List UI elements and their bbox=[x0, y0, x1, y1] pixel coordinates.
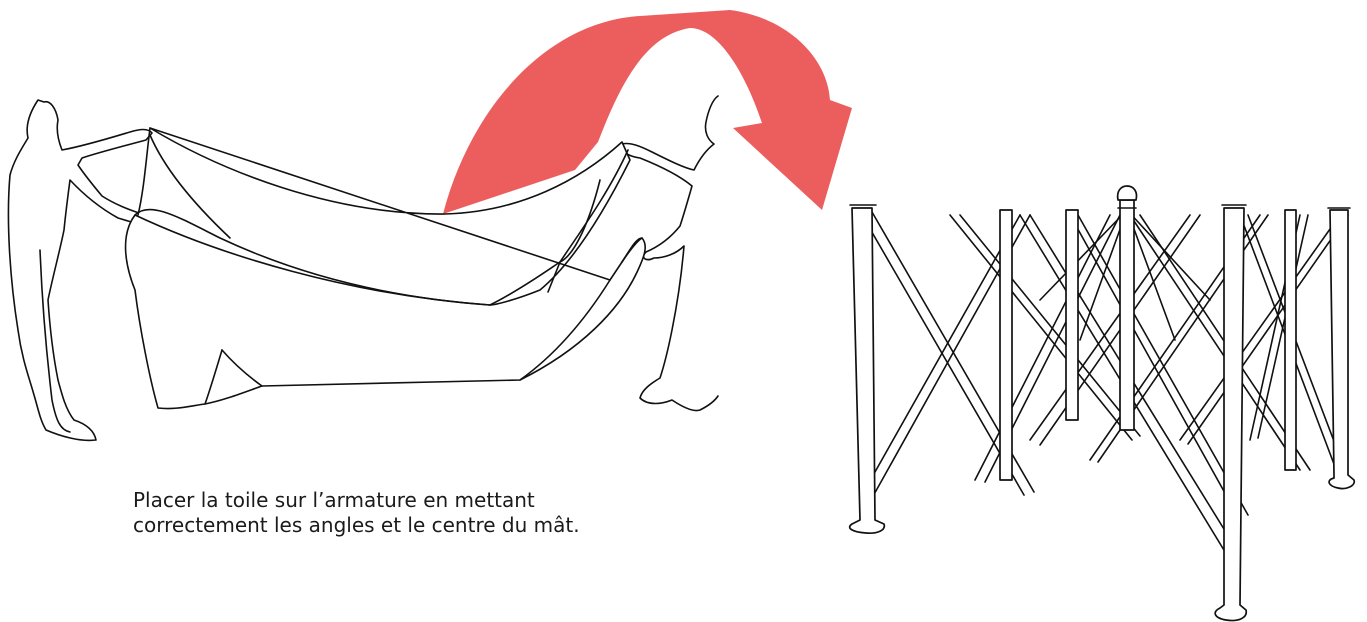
instruction-line-2: correctement les angles et le centre du … bbox=[133, 513, 613, 538]
instruction-line-1: Placer la toile sur l’armature en mettan… bbox=[133, 488, 613, 513]
folding-frame-icon bbox=[850, 186, 1355, 621]
curved-arrow-icon bbox=[443, 10, 852, 214]
instruction-caption: Placer la toile sur l’armature en mettan… bbox=[133, 488, 613, 538]
